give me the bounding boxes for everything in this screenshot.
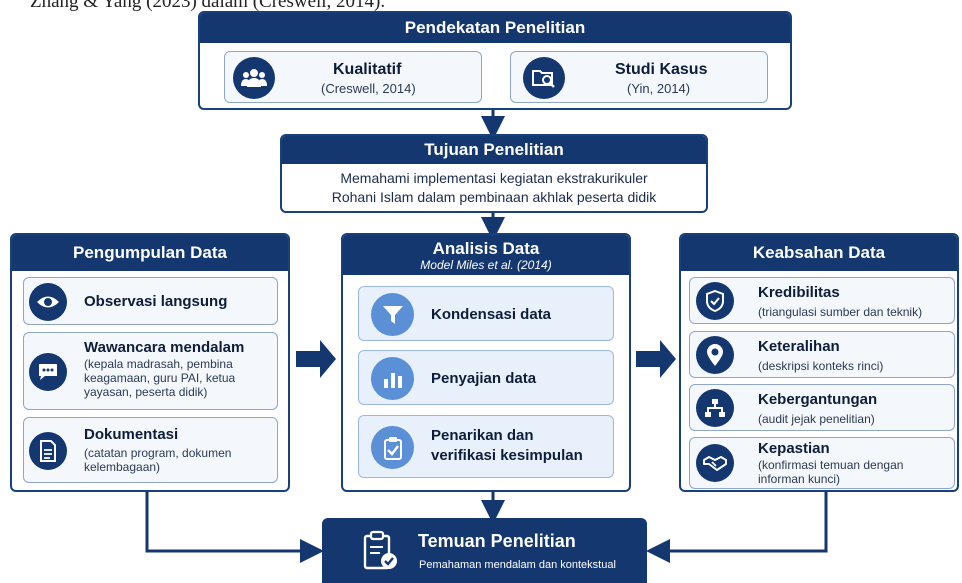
validity-panel: Keabsahan Data Kredibilitas (triangulasi… [679,233,959,492]
arrow-collection-to-findings [145,492,324,563]
objective-title: Tujuan Penelitian [282,136,706,164]
shield-check-icon [696,282,734,320]
clipboard-check-icon [371,426,414,469]
validity-item-confirmability: Kepastian (konfirmasi temuan dengan info… [689,437,955,489]
folder-search-icon [523,57,565,99]
analysis-step-label-line: verifikasi kesimpulan [431,447,583,464]
validity-title-text: Keabsahan Data [752,243,886,262]
arrow-validity-to-findings [646,492,828,563]
collection-desc-line: keagamaan, guru PAI, ketua [84,371,236,385]
analysis-panel: Analisis Data Model Miles et al. (2014) … [341,233,631,492]
clipboard-check-icon [362,530,400,572]
analysis-title: Analisis Data Model Miles et al. (2014) [343,235,629,275]
validity-item-desc: (konfirmasi temuan dengan informan kunci… [758,458,903,486]
arrow-analysis-to-validity [636,340,676,378]
validity-item-label: Kebergantungan [758,391,878,408]
validity-item-desc: (audit jejak penelitian) [758,412,875,426]
validity-item-transferability: Keteralihan (deskripsi konteks rinci) [689,331,955,378]
approach-item-cite: (Yin, 2014) [627,81,691,96]
collection-title: Pengumpulan Data [12,235,288,271]
validity-item-label: Kredibilitas [758,284,840,301]
arrow-collection-to-analysis [296,340,336,378]
bar-chart-icon [371,357,414,400]
objective-title-text: Tujuan Penelitian [424,140,564,159]
approach-item-label: Studi Kasus [615,61,708,78]
objective-line-2: Rohani Islam dalam pembinaan akhlak pese… [331,189,657,205]
validity-item-desc: (triangulasi sumber dan teknik) [758,305,923,319]
approach-title: Pendekatan Penelitian [200,13,790,43]
eye-icon [29,283,67,321]
collection-item-label: Observasi langsung [84,293,228,310]
validity-item-label: Kepastian [758,440,830,457]
analysis-step-condensation: Kondensasi data [358,286,614,341]
collection-desc-line: yayasan, peserta didik) [84,385,208,399]
hierarchy-icon [696,389,734,427]
validity-desc-line: informan kunci) [758,472,841,486]
analysis-step-label: Penyajian data [431,370,537,387]
findings-subtitle: Pemahaman mendalam dan kontekstual [419,559,616,571]
collection-title-text: Pengumpulan Data [73,243,227,262]
users-icon [233,57,275,99]
findings-box: Temuan Penelitian Pemahaman mendalam dan… [322,518,647,583]
header-fragment: Zhang & Yang (2023) dalam (Creswell, 201… [30,0,386,12]
collection-panel: Pengumpulan Data Observasi langsung Wawa… [10,233,290,492]
analysis-title-text: Analisis Data [432,238,540,258]
validity-item-desc: (deskripsi konteks rinci) [758,359,884,373]
document-icon [29,432,67,470]
analysis-step-conclusion: Penarikan dan verifikasi kesimpulan [358,415,614,478]
handshake-icon [696,444,734,482]
collection-item-desc: (catatan program, dokumen kelembagaan) [84,446,231,474]
chat-icon [29,353,67,391]
collection-item-label: Wawancara mendalam [84,339,245,356]
collection-item-label: Dokumentasi [84,426,179,443]
validity-item-dependability: Kebergantungan (audit jejak penelitian) [689,384,955,431]
approach-item-qualitative: Kualitatif (Creswell, 2014) [224,51,482,103]
validity-item-label: Keteralihan [758,338,840,355]
objective-panel: Tujuan Penelitian Memahami implementasi … [280,134,708,213]
validity-item-credibility: Kredibilitas (triangulasi sumber dan tek… [689,277,955,324]
collection-item-observation: Observasi langsung [23,277,278,325]
findings-title: Temuan Penelitian [418,531,576,551]
collection-desc-line: (kepala madrasah, pembina [84,357,233,371]
analysis-step-display: Penyajian data [358,350,614,405]
collection-item-documentation: Dokumentasi (catatan program, dokumen ke… [23,417,278,483]
approach-item-case-study: Studi Kasus (Yin, 2014) [510,51,768,103]
analysis-step-label: Kondensasi data [431,306,552,323]
approach-item-cite: (Creswell, 2014) [321,81,416,96]
validity-desc-line: (konfirmasi temuan dengan [758,458,904,472]
collection-item-interview: Wawancara mendalam (kepala madrasah, pem… [23,332,278,410]
collection-desc-line: kelembagaan) [84,460,161,474]
objective-text: Memahami implementasi kegiatan ekstrakur… [282,169,706,207]
collection-item-desc: (kepala madrasah, pembina keagamaan, gur… [84,357,235,399]
analysis-step-label: Penarikan dan verifikasi kesimpulan [431,426,583,466]
location-pin-icon [696,336,734,374]
analysis-subtitle: Model Miles et al. (2014) [420,257,552,272]
validity-title: Keabsahan Data [681,235,957,271]
collection-desc-line: (catatan program, dokumen [84,446,232,460]
approach-item-label: Kualitatif [333,61,402,78]
approach-panel: Pendekatan Penelitian Kualitatif (Creswe… [198,11,792,110]
objective-line-1: Memahami implementasi kegiatan ekstrakur… [340,170,648,186]
approach-title-text: Pendekatan Penelitian [404,18,586,37]
funnel-icon [371,293,414,336]
analysis-step-label-line: Penarikan dan [431,427,534,444]
